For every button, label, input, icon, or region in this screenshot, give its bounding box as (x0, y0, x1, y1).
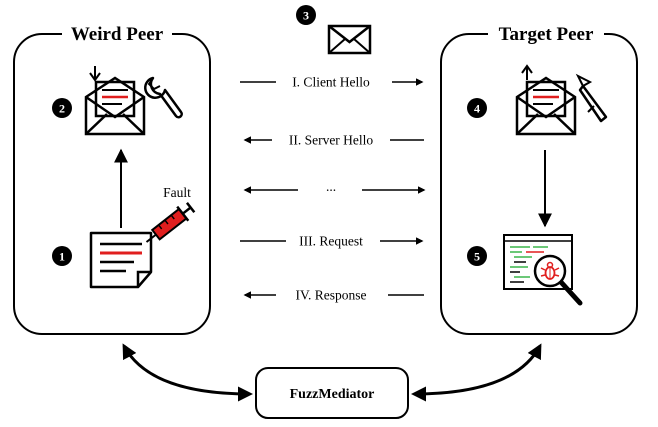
message-response: IV. Response (243, 288, 424, 303)
envelope-icon (327, 24, 372, 55)
weird-peer-mediator-link (122, 343, 253, 402)
message-ellipsis: ... (243, 179, 426, 194)
open-envelope-letter-icon (84, 66, 146, 136)
svg-text:1: 1 (59, 250, 65, 264)
svg-text:4: 4 (474, 102, 480, 116)
target-peer-mediator-link (411, 343, 542, 402)
document-icon (89, 231, 153, 289)
message-label: IV. Response (295, 288, 366, 303)
message-label: II. Server Hello (289, 133, 374, 148)
target-peer-title: Target Peer (499, 24, 594, 45)
weird-peer-title: Weird Peer (71, 24, 164, 45)
message-label: I. Client Hello (292, 75, 370, 90)
message-server-hello: II. Server Hello (243, 133, 424, 148)
message-label: III. Request (299, 234, 363, 249)
weird-peer-box: Weird Peer (13, 22, 211, 335)
fault-label: Fault (163, 185, 191, 200)
syringe-icon (145, 202, 196, 243)
step-2-badge: 2 (52, 98, 72, 118)
svg-text:3: 3 (303, 9, 309, 23)
fuzz-mediator-box: FuzzMediator (255, 367, 409, 419)
message-request: III. Request (240, 234, 424, 249)
step-3-badge: 3 (296, 5, 316, 25)
message-label: ... (326, 179, 336, 194)
wrench-icon (144, 76, 183, 119)
magnifier-bug-icon (533, 254, 583, 306)
target-peer-box: Target Peer (440, 22, 638, 335)
letter-opener-icon (575, 73, 608, 123)
step-5-badge: 5 (467, 246, 487, 266)
step-4-badge: 4 (467, 98, 487, 118)
message-client-hello: I. Client Hello (240, 75, 424, 90)
fuzz-mediator-label: FuzzMediator (290, 387, 375, 402)
step-1-badge: 1 (52, 246, 72, 266)
svg-text:2: 2 (59, 102, 65, 116)
open-envelope-letter-icon-target (515, 64, 577, 136)
svg-text:5: 5 (474, 250, 480, 264)
